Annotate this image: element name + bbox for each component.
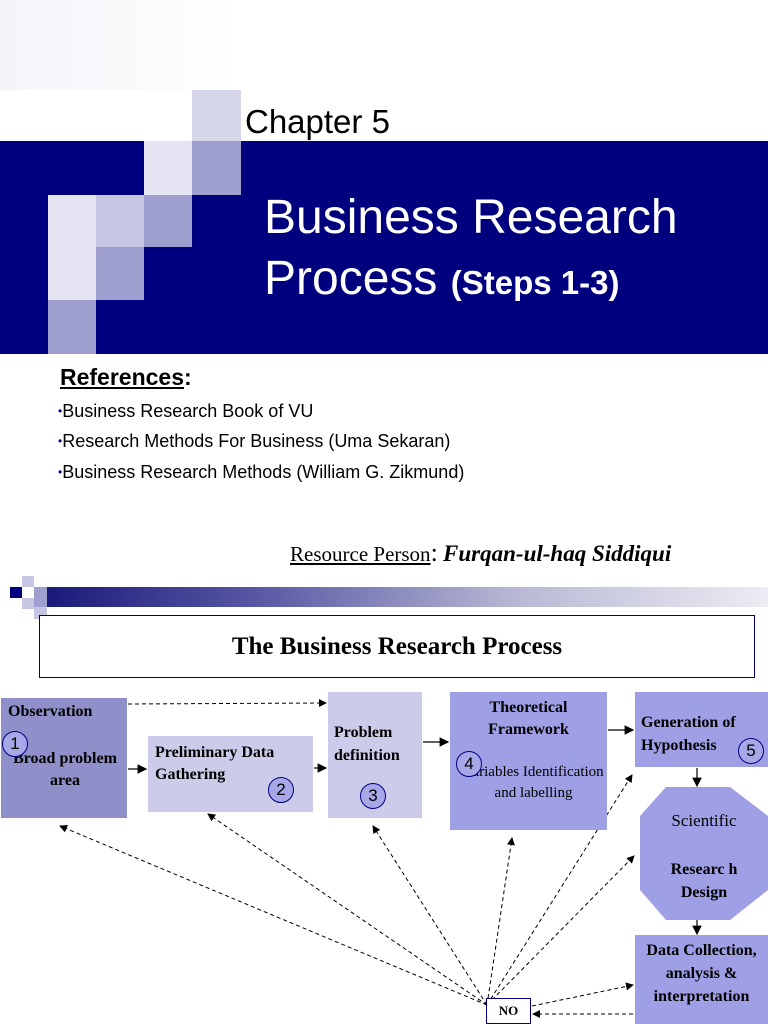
step-2-badge: 2 bbox=[268, 777, 294, 803]
chapter-label: Chapter 5 bbox=[245, 103, 390, 140]
title-steps: (Steps 1-3) bbox=[450, 264, 620, 301]
title-line-2: Process (Steps 1-3) bbox=[264, 248, 678, 313]
decorative-square bbox=[144, 141, 192, 195]
dashed-arrow-no-to-theory bbox=[486, 837, 515, 1006]
gradient-bar bbox=[47, 587, 768, 607]
reference-item: •Business Research Methods (William G. Z… bbox=[58, 462, 464, 483]
step-4-badge: 4 bbox=[456, 751, 482, 777]
observation-label: Observation bbox=[8, 703, 93, 720]
hypothesis-label: Generation of Hypothesis bbox=[641, 714, 736, 754]
resource-colon: : bbox=[430, 538, 438, 567]
reference-text: Business Research Book of VU bbox=[62, 401, 314, 421]
reference-text: Research Methods For Business (Uma Sekar… bbox=[62, 431, 451, 451]
resource-person: Resource Person: Furqan-ul-haq Siddiqui bbox=[290, 538, 671, 568]
dashed-arrow-obs-to-problem bbox=[127, 699, 327, 708]
resource-name: Furqan-ul-haq Siddiqui bbox=[443, 541, 672, 566]
bullet-icon: • bbox=[58, 404, 63, 418]
dashed-arrow-no-to-prelim bbox=[207, 813, 488, 1006]
step-3-badge: 3 bbox=[360, 783, 386, 809]
title-process: Process bbox=[264, 252, 438, 305]
no-decision-box: NO bbox=[486, 998, 531, 1024]
design-label-top: Scientific bbox=[671, 811, 737, 830]
process-title: The Business Research Process bbox=[39, 615, 755, 678]
research-design-octagon bbox=[640, 787, 768, 920]
decorative-square bbox=[144, 195, 192, 247]
theoretical-sub: Variables Identification and labelling bbox=[463, 764, 604, 801]
dashed-arrow-no-to-observation bbox=[59, 825, 488, 1006]
hypothesis-box: Generation of Hypothesis bbox=[635, 692, 768, 767]
observation-box: Observation Broad problem area bbox=[1, 698, 127, 818]
decorative-square bbox=[48, 300, 96, 354]
decorative-square bbox=[48, 195, 96, 247]
decorative-square bbox=[96, 195, 144, 247]
design-label-bottom: Researc h Design bbox=[670, 861, 738, 901]
step-1-badge: 1 bbox=[2, 731, 28, 757]
reference-item: •Business Research Book of VU bbox=[58, 401, 313, 422]
dashed-arrow-no-to-problem bbox=[372, 825, 488, 1006]
reference-text: Business Research Methods (William G. Zi… bbox=[62, 462, 465, 482]
problem-label: Problem definition bbox=[334, 724, 400, 764]
step-5-badge: 5 bbox=[738, 738, 764, 764]
references-colon: : bbox=[184, 364, 192, 390]
theoretical-label: Theoretical Framework bbox=[488, 699, 569, 738]
references-heading-text: References bbox=[60, 364, 185, 390]
slide-title: Business Research Process (Steps 1-3) bbox=[264, 187, 678, 313]
dashed-arrow-no-to-data bbox=[531, 982, 634, 1007]
references-heading: References: bbox=[60, 364, 192, 391]
decorative-square bbox=[192, 141, 241, 195]
data-collection-label: Data Collection, analysis & interpretati… bbox=[646, 942, 757, 1005]
bullet-icon: • bbox=[58, 434, 63, 448]
preliminary-label: Preliminary Data Gathering bbox=[155, 744, 275, 783]
bullet-icon: • bbox=[58, 465, 63, 479]
title-line-1: Business Research bbox=[264, 191, 678, 244]
reference-item: •Research Methods For Business (Uma Seka… bbox=[58, 431, 450, 452]
decorative-square bbox=[96, 247, 144, 300]
resource-label: Resource Person bbox=[290, 542, 431, 566]
dashed-arrow-no-to-hypothesis bbox=[486, 774, 633, 1006]
dashed-arrow-no-to-design bbox=[486, 855, 635, 1006]
data-collection-box: Data Collection, analysis & interpretati… bbox=[635, 935, 768, 1024]
observation-sub: Broad problem area bbox=[13, 750, 117, 789]
decorative-square bbox=[48, 247, 96, 300]
